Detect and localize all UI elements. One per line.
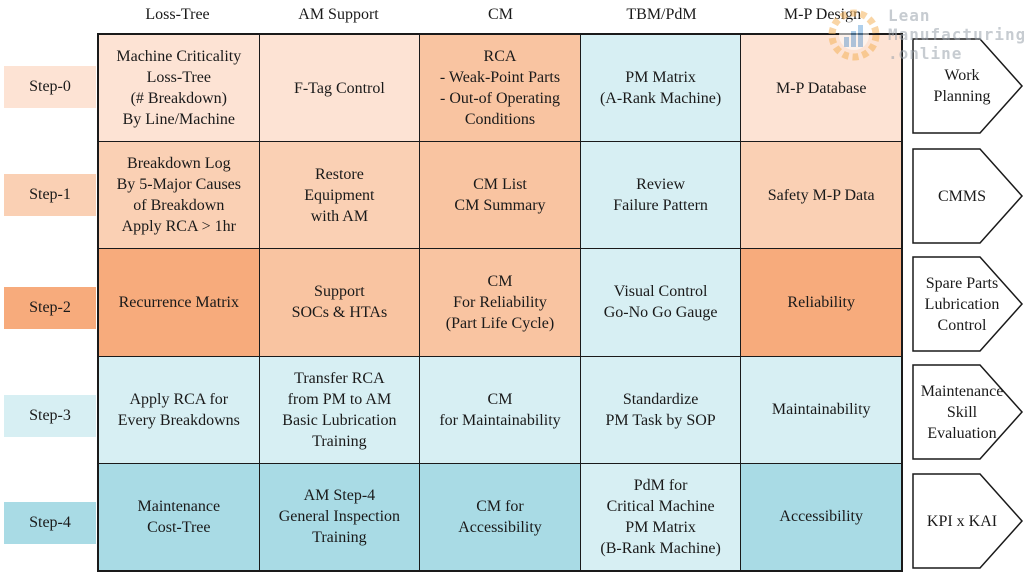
column-header-cm: CM: [488, 6, 513, 23]
arrow-label-4: KPI x KAI: [926, 512, 998, 530]
matrix-cell-step4-cm: CM for Accessibility: [420, 463, 580, 570]
matrix-grid: Machine Criticality Loss-Tree (# Breakdo…: [97, 33, 903, 572]
matrix-cell-step3-loss-tree: Apply RCA for Every Breakdowns: [99, 356, 259, 463]
arrow-label-0: Work Planning: [933, 67, 991, 105]
arrow-step-4: KPI x KAI: [912, 473, 1024, 569]
matrix-cell-step4-loss-tree: Maintenance Cost-Tree: [99, 463, 259, 570]
arrow-label-3: Maintenance Skill Evaluation: [920, 382, 1004, 442]
matrix-cell-step2-am-support: Support SOCs & HTAs: [259, 249, 420, 356]
column-header-tbm-pdm: TBM/PdM: [626, 6, 697, 23]
matrix-cell-step1-am-support: Restore Equipment with AM: [259, 142, 420, 249]
matrix-cell-step4-mp-design: Accessibility: [741, 463, 901, 570]
arrow-step-0: Work Planning: [912, 38, 1024, 134]
column-header-mp-design: M-P Design: [783, 6, 862, 23]
column-header-am-support: AM Support: [298, 6, 379, 23]
matrix-cell-step0-loss-tree: Machine Criticality Loss-Tree (# Breakdo…: [99, 35, 259, 142]
chevron-arrow-shape: [912, 38, 1024, 134]
matrix-cell-step0-tbm-pdm: PM Matrix (A-Rank Machine): [580, 35, 741, 142]
matrix-cell-step0-cm: RCA - Weak-Point Parts - Out-of Operatin…: [420, 35, 580, 142]
step-label-1: Step-1: [4, 174, 96, 216]
matrix-cell-step2-loss-tree: Recurrence Matrix: [99, 249, 259, 356]
column-header-loss-tree: Loss-Tree: [145, 6, 210, 23]
lean-manufacturing-watermark: Lean Manufacturing .online: [822, 4, 1024, 66]
arrow-step-3: Maintenance Skill Evaluation: [912, 364, 1024, 460]
arrow-step-1: CMMS: [912, 148, 1024, 244]
step-label-2: Step-2: [4, 287, 96, 329]
chevron-arrow-shape: [912, 256, 1024, 352]
watermark-line-2: Manufacturing: [888, 25, 1024, 44]
matrix-cell-step1-mp-design: Safety M-P Data: [741, 142, 901, 249]
matrix-cell-step4-am-support: AM Step-4 General Inspection Training: [259, 463, 420, 570]
matrix-cell-step2-mp-design: Reliability: [741, 249, 901, 356]
watermark-line-1: Lean: [888, 6, 931, 25]
step-label-3: Step-3: [4, 395, 96, 437]
arrow-label-2: Spare Parts Lubrication Control: [924, 274, 1000, 334]
matrix-cell-step3-am-support: Transfer RCA from PM to AM Basic Lubrica…: [259, 356, 420, 463]
matrix-cell-step1-loss-tree: Breakdown Log By 5-Major Causes of Break…: [99, 142, 259, 249]
matrix-cell-step1-cm: CM List CM Summary: [420, 142, 580, 249]
arrow-step-2: Spare Parts Lubrication Control: [912, 256, 1024, 352]
gear-chart-icon: [828, 9, 880, 61]
matrix-cell-step2-cm: CM For Reliability (Part Life Cycle): [420, 249, 580, 356]
matrix-cell-step0-am-support: F-Tag Control: [259, 35, 420, 142]
matrix-cell-step1-tbm-pdm: Review Failure Pattern: [580, 142, 741, 249]
matrix-cell-step0-mp-design: M-P Database: [741, 35, 901, 142]
matrix-cell-step4-tbm-pdm: PdM for Critical Machine PM Matrix (B-Ra…: [580, 463, 741, 570]
matrix-cell-step3-cm: CM for Maintainability: [420, 356, 580, 463]
watermark-line-3: .online: [888, 44, 963, 63]
arrow-label-1: CMMS: [937, 187, 987, 205]
matrix-cell-step3-mp-design: Maintainability: [741, 356, 901, 463]
matrix-cell-step3-tbm-pdm: Standardize PM Task by SOP: [580, 356, 741, 463]
step-label-0: Step-0: [4, 66, 96, 108]
chevron-arrow-shape: [912, 473, 1024, 569]
chevron-arrow-shape: [912, 148, 1024, 244]
chevron-arrow-shape: [912, 364, 1024, 460]
matrix-cell-step2-tbm-pdm: Visual Control Go-No Go Gauge: [580, 249, 741, 356]
step-label-4: Step-4: [4, 502, 96, 544]
